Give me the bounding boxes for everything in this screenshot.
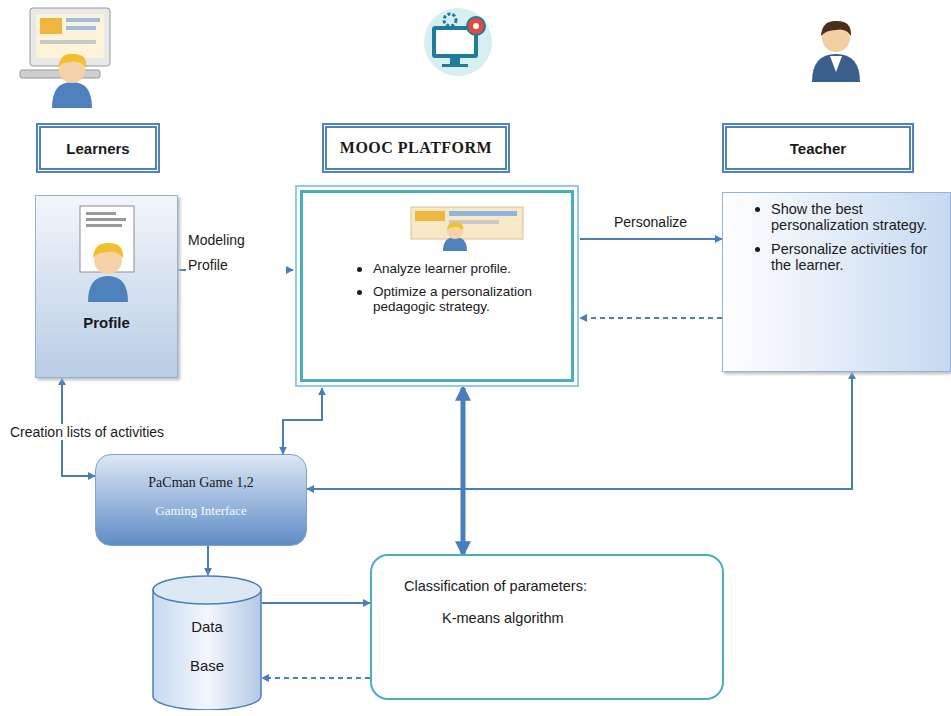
node-art — [36, 196, 179, 306]
game-box: PaCman Game 1,2Gaming Interface — [95, 454, 307, 546]
arrow-connector — [283, 388, 322, 454]
node-text: Profile — [42, 314, 171, 331]
cylinder-top — [153, 576, 261, 604]
platform-box: Analyze learner profile. Optimize a perso… — [300, 190, 574, 382]
node-text: Teacher — [790, 140, 846, 157]
node-text: Learners — [66, 140, 129, 157]
arrow-connector — [461, 388, 466, 554]
node-text: Classification of parameters: — [404, 578, 702, 594]
node-text: MOOC PLATFORM — [340, 139, 492, 157]
bullet-label: Show the best personalization strategy. — [771, 201, 927, 233]
title-box: Learners — [36, 123, 160, 173]
teacher-box: Show the best personalization strategy. P… — [722, 192, 951, 372]
node-art — [303, 193, 577, 255]
profile-box: Profile — [35, 195, 178, 378]
edge-label: Modeling Profile — [186, 228, 286, 278]
node-text: Data Base — [183, 607, 231, 685]
cylinder-outline — [152, 575, 262, 710]
node-text: Gaming Interface — [104, 503, 298, 519]
bullet-text: Optimize a personalization pedagogic str… — [355, 284, 557, 314]
cylinder-body — [153, 589, 261, 710]
node-text: PaCman Game 1,2 — [104, 475, 298, 491]
platform-icon — [424, 8, 492, 76]
profile-icon — [80, 206, 134, 302]
node-text: K-means algorithm — [442, 610, 702, 626]
bullet-text: Show the best personalization strategy. — [753, 201, 942, 233]
arrow-connector — [207, 546, 209, 575]
edge-label: Creation lists of activities — [8, 424, 166, 440]
learner-icon — [20, 8, 110, 108]
arrow-connector — [262, 602, 370, 604]
edge-label: Personalize — [612, 214, 689, 230]
bullet-text: Analyze learner profile. — [355, 261, 557, 276]
database-cylinder: Data Base — [152, 575, 262, 710]
bullet-dot — [357, 267, 362, 272]
bullet-dot — [357, 290, 362, 295]
classification-box: Classification of parameters: K-means alg… — [370, 554, 724, 700]
arrow-connector — [580, 238, 722, 240]
arrow-connector — [307, 372, 852, 489]
bullet-dot — [755, 247, 760, 252]
bullet-dot — [755, 207, 760, 212]
dashed-arrow — [580, 317, 722, 319]
bullet-label: Personalize activities for the learner. — [771, 241, 927, 273]
bullet-label: Optimize a personalization pedagogic str… — [373, 284, 532, 314]
dashed-arrow — [262, 677, 370, 679]
title-box: Teacher — [722, 123, 914, 173]
title-box: MOOC PLATFORM — [322, 123, 510, 173]
platform-screenshot — [411, 207, 523, 251]
bullet-text: Personalize activities for the learner. — [753, 241, 942, 273]
bullet-label: Analyze learner profile. — [373, 261, 511, 276]
teacher-icon — [812, 21, 860, 82]
